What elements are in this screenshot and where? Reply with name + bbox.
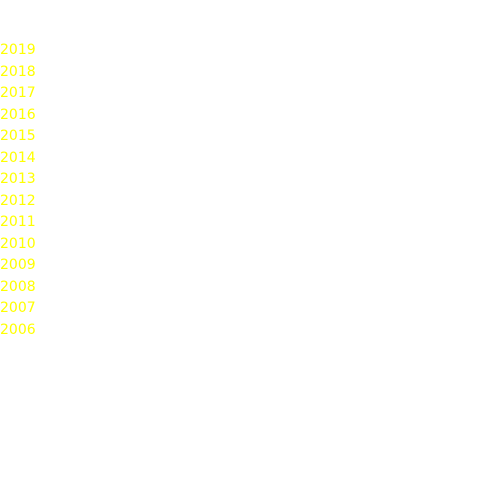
year-link-2014[interactable]: 2014 <box>0 149 36 166</box>
year-link-2018[interactable]: 2018 <box>0 63 36 80</box>
year-link-2015[interactable]: 2015 <box>0 128 36 144</box>
year-link-2011[interactable]: 2011 <box>0 214 36 230</box>
year-link-2016[interactable]: 2016 <box>0 106 36 123</box>
year-link-2019[interactable]: 2019 <box>0 42 36 58</box>
year-list: 2019 2018 2017 2016 2015 2014 2013 2012 … <box>0 40 36 341</box>
year-link-2017[interactable]: 2017 <box>0 85 36 101</box>
year-link-2013[interactable]: 2013 <box>0 171 36 187</box>
year-link-2007[interactable]: 2007 <box>0 300 36 316</box>
year-link-2009[interactable]: 2009 <box>0 257 36 273</box>
year-link-2010[interactable]: 2010 <box>0 235 36 252</box>
year-link-2008[interactable]: 2008 <box>0 278 36 295</box>
year-link-2012[interactable]: 2012 <box>0 192 36 209</box>
year-link-2006[interactable]: 2006 <box>0 321 36 338</box>
